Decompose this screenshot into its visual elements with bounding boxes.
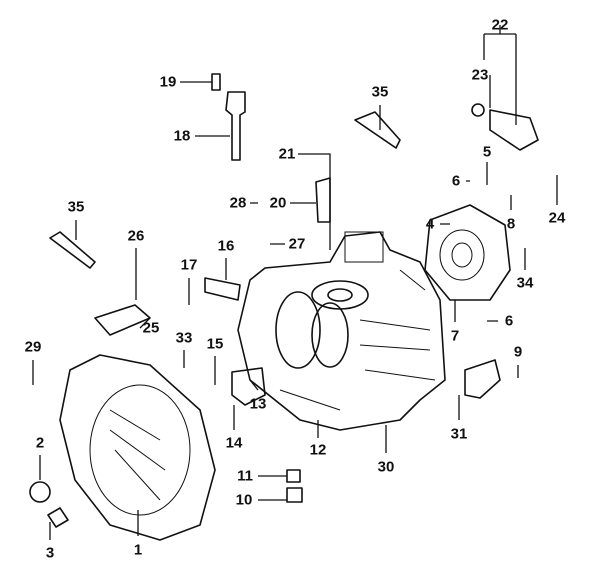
rear-cover [424,204,511,301]
callout-21: 21 [278,145,296,163]
crankcase-body [237,231,446,431]
callout-10: 10 [235,491,253,509]
callout-35: 35 [67,198,85,216]
callout-12: 12 [309,441,327,459]
callout-24: 24 [548,209,566,227]
bracket-31 [464,359,501,399]
callout-4: 4 [425,215,435,233]
callout-14: 14 [225,434,243,452]
callout-28: 28 [229,194,247,212]
callout-29: 29 [24,338,42,356]
callout-31: 31 [450,425,468,443]
callout-30: 30 [377,458,395,476]
sensor-18 [225,91,246,161]
callout-11: 11 [237,467,253,485]
callout-34: 34 [516,274,534,292]
callout-17: 17 [180,256,198,274]
bracket-20 [315,177,331,223]
callout-18: 18 [173,127,191,145]
callout-2: 2 [35,434,45,452]
callout-3: 3 [45,544,55,562]
seal-2 [29,481,51,503]
callout-20: 20 [269,194,287,212]
callout-26: 26 [127,227,145,245]
callout-6: 6 [451,172,461,190]
callout-7: 7 [450,327,460,345]
callout-23: 23 [471,66,489,84]
callout-25: 25 [142,319,160,337]
callout-5: 5 [482,143,492,161]
bolt-19 [211,73,221,91]
bracket-13 [231,367,266,406]
callout-1: 1 [133,541,143,559]
callout-9: 9 [513,343,523,361]
plug-11 [286,469,301,483]
callout-13: 13 [249,395,267,413]
callout-19: 19 [159,73,177,91]
callout-27: 27 [288,235,306,253]
callout-15: 15 [206,335,224,353]
bolt-3 [47,507,69,528]
plug-10 [286,487,303,503]
dowel-35-top [354,111,401,149]
sensor-22 [489,109,539,151]
dowel-35-left [49,231,96,269]
callout-8: 8 [506,215,516,233]
side-cover [59,354,216,541]
callout-16: 16 [217,237,235,255]
callout-33: 33 [175,329,193,347]
callout-6: 6 [504,312,514,330]
bracket-16 [204,277,241,301]
leader-lines [32,25,558,540]
callout-22: 22 [491,16,509,34]
callout-35: 35 [371,83,389,101]
